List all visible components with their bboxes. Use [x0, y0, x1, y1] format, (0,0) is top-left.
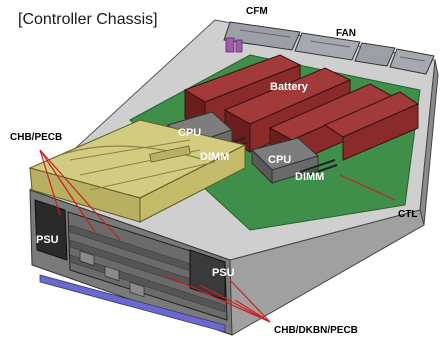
- dimm-label-right: DIMM: [295, 171, 324, 183]
- battery-label: Battery: [270, 81, 309, 93]
- psu-label-left: PSU: [36, 234, 59, 246]
- cpu-label-right: CPU: [268, 154, 291, 166]
- cfm-label: CFM: [246, 6, 268, 17]
- top-cover: [28, 119, 247, 223]
- battery-packs: [183, 54, 420, 165]
- fan-modules: [223, 21, 435, 75]
- cfm-module: [225, 37, 243, 53]
- callout-lines: [39, 149, 396, 323]
- cpu-heatsink-right: [251, 137, 319, 185]
- psu-label-right: PSU: [212, 267, 235, 279]
- diagram-title: [Controller Chassis]: [18, 11, 158, 28]
- fan-label: FAN: [336, 28, 356, 39]
- ctl-label: CTL: [398, 209, 417, 220]
- cpu-label-left: CPU: [178, 127, 201, 139]
- chb-pecb-label: CHB/PECB: [10, 132, 62, 143]
- chb-dkbn-pecb-label: CHB/DKBN/PECB: [274, 325, 358, 336]
- front-panel: [34, 199, 228, 333]
- dimm-label-left: DIMM: [200, 151, 229, 163]
